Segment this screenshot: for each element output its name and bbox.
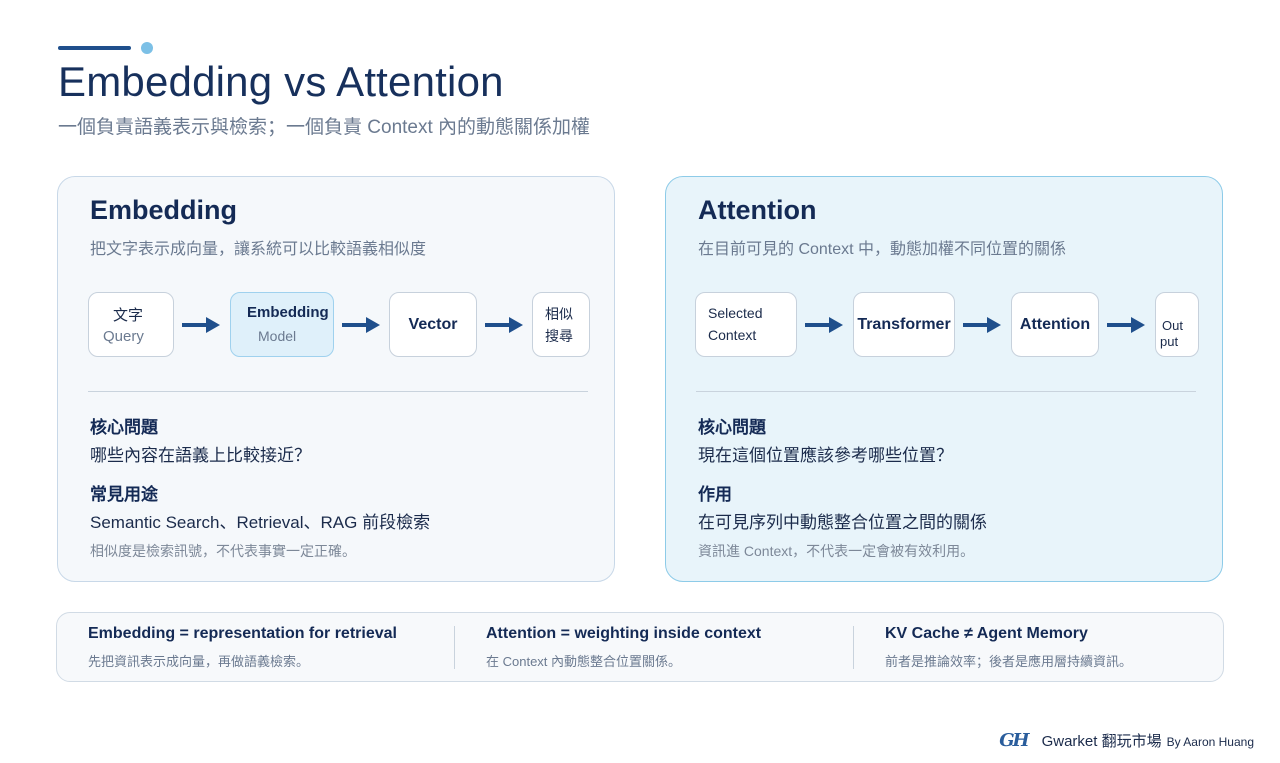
flow-node-label: Transformer	[857, 315, 951, 333]
flow-node-vector: Vector	[389, 292, 477, 357]
panel-divider	[88, 391, 588, 392]
flow-node-line1: 文字	[113, 307, 144, 324]
flow-node-line2: Query	[103, 328, 144, 345]
flow-node-attention: Attention	[1011, 292, 1099, 357]
summary-bar: Embedding = representation for retrieval…	[56, 612, 1224, 682]
embedding-usage-label: 常見用途	[90, 485, 158, 504]
embedding-core-question-label: 核心問題	[90, 418, 158, 437]
attention-panel: Attention 在目前可見的 Context 中，動態加權不同位置的關係 S…	[665, 176, 1223, 582]
flow-node-line1: Out	[1162, 318, 1183, 333]
page-subtitle: 一個負責語義表示與檢索；一個負責 Context 內的動態關係加權	[58, 117, 591, 138]
flow-node-line1: Selected	[708, 305, 763, 321]
flow-node-line1: 相似	[545, 306, 573, 322]
flow-node-line2: Model	[258, 328, 297, 344]
flow-node-embedding-model: Embedding Model	[230, 292, 334, 357]
summary-title: Attention = weighting inside context	[486, 625, 762, 642]
flow-node-similarity-search: 相似 搜尋	[532, 292, 590, 357]
flow-node-text-query: 文字 Query	[88, 292, 174, 357]
attention-note: 資訊進 Context，不代表一定會被有效利用。	[698, 543, 975, 559]
title-accent-line	[58, 46, 131, 50]
footer-author: By Aaron Huang	[1166, 735, 1254, 749]
flow-node-output: Out put	[1155, 292, 1199, 357]
flow-node-line2: put	[1160, 334, 1179, 349]
summary-item-kv-cache: KV Cache ≠ Agent Memory 前者是推論效率；後者是應用層持續…	[885, 625, 1132, 670]
flow-node-line2: 搜尋	[545, 328, 573, 344]
summary-separator	[853, 626, 854, 669]
summary-separator	[454, 626, 455, 669]
arrow-right-icon	[342, 317, 380, 333]
flow-node-transformer: Transformer	[853, 292, 955, 357]
flow-node-line2: Context	[708, 327, 757, 343]
arrow-right-icon	[485, 317, 523, 333]
summary-item-attention: Attention = weighting inside context 在 C…	[486, 625, 761, 670]
page-title: Embedding vs Attention	[58, 58, 504, 105]
embedding-usage-text: Semantic Search、Retrieval、RAG 前段檢索	[90, 513, 431, 532]
summary-text: 在 Context 內動態整合位置關係。	[486, 654, 682, 669]
embedding-note: 相似度是檢索訊號，不代表事實一定正確。	[90, 543, 356, 559]
footer-brand: Gwarket 翻玩市場	[1041, 733, 1162, 750]
summary-text: 先把資訊表示成向量，再做語義檢索。	[88, 654, 310, 669]
flow-node-label: Attention	[1019, 315, 1091, 333]
attention-description: 在目前可見的 Context 中，動態加權不同位置的關係	[698, 241, 1067, 258]
arrow-right-icon	[805, 317, 843, 333]
attention-role-text: 在可見序列中動態整合位置之間的關係	[698, 513, 987, 532]
embedding-panel: Embedding 把文字表示成向量，讓系統可以比較語義相似度 文字 Query…	[57, 176, 615, 582]
arrow-right-icon	[182, 317, 220, 333]
arrow-right-icon	[1107, 317, 1145, 333]
flow-node-selected-context: Selected Context	[695, 292, 797, 357]
arrow-right-icon	[963, 317, 1001, 333]
footer: GH Gwarket 翻玩市場 By Aaron Huang	[999, 730, 1254, 751]
attention-title: Attention	[698, 195, 817, 225]
attention-core-question-label: 核心問題	[698, 418, 766, 437]
flow-node-line1: Embedding	[247, 304, 329, 321]
panel-divider	[696, 391, 1196, 392]
embedding-title: Embedding	[90, 195, 237, 225]
summary-title: KV Cache ≠ Agent Memory	[885, 625, 1088, 642]
flow-node-label: Vector	[408, 315, 458, 333]
attention-core-question-text: 現在這個位置應該參考哪些位置？	[698, 446, 953, 465]
title-accent-dot	[141, 42, 153, 54]
embedding-description: 把文字表示成向量，讓系統可以比較語義相似度	[90, 241, 427, 258]
gwarket-logo-icon: GH	[999, 730, 1029, 751]
summary-text: 前者是推論效率；後者是應用層持續資訊。	[885, 654, 1133, 669]
attention-role-label: 作用	[698, 485, 732, 504]
summary-title: Embedding = representation for retrieval	[88, 625, 397, 642]
summary-item-embedding: Embedding = representation for retrieval…	[88, 625, 397, 670]
embedding-core-question-text: 哪些內容在語義上比較接近？	[90, 446, 311, 465]
